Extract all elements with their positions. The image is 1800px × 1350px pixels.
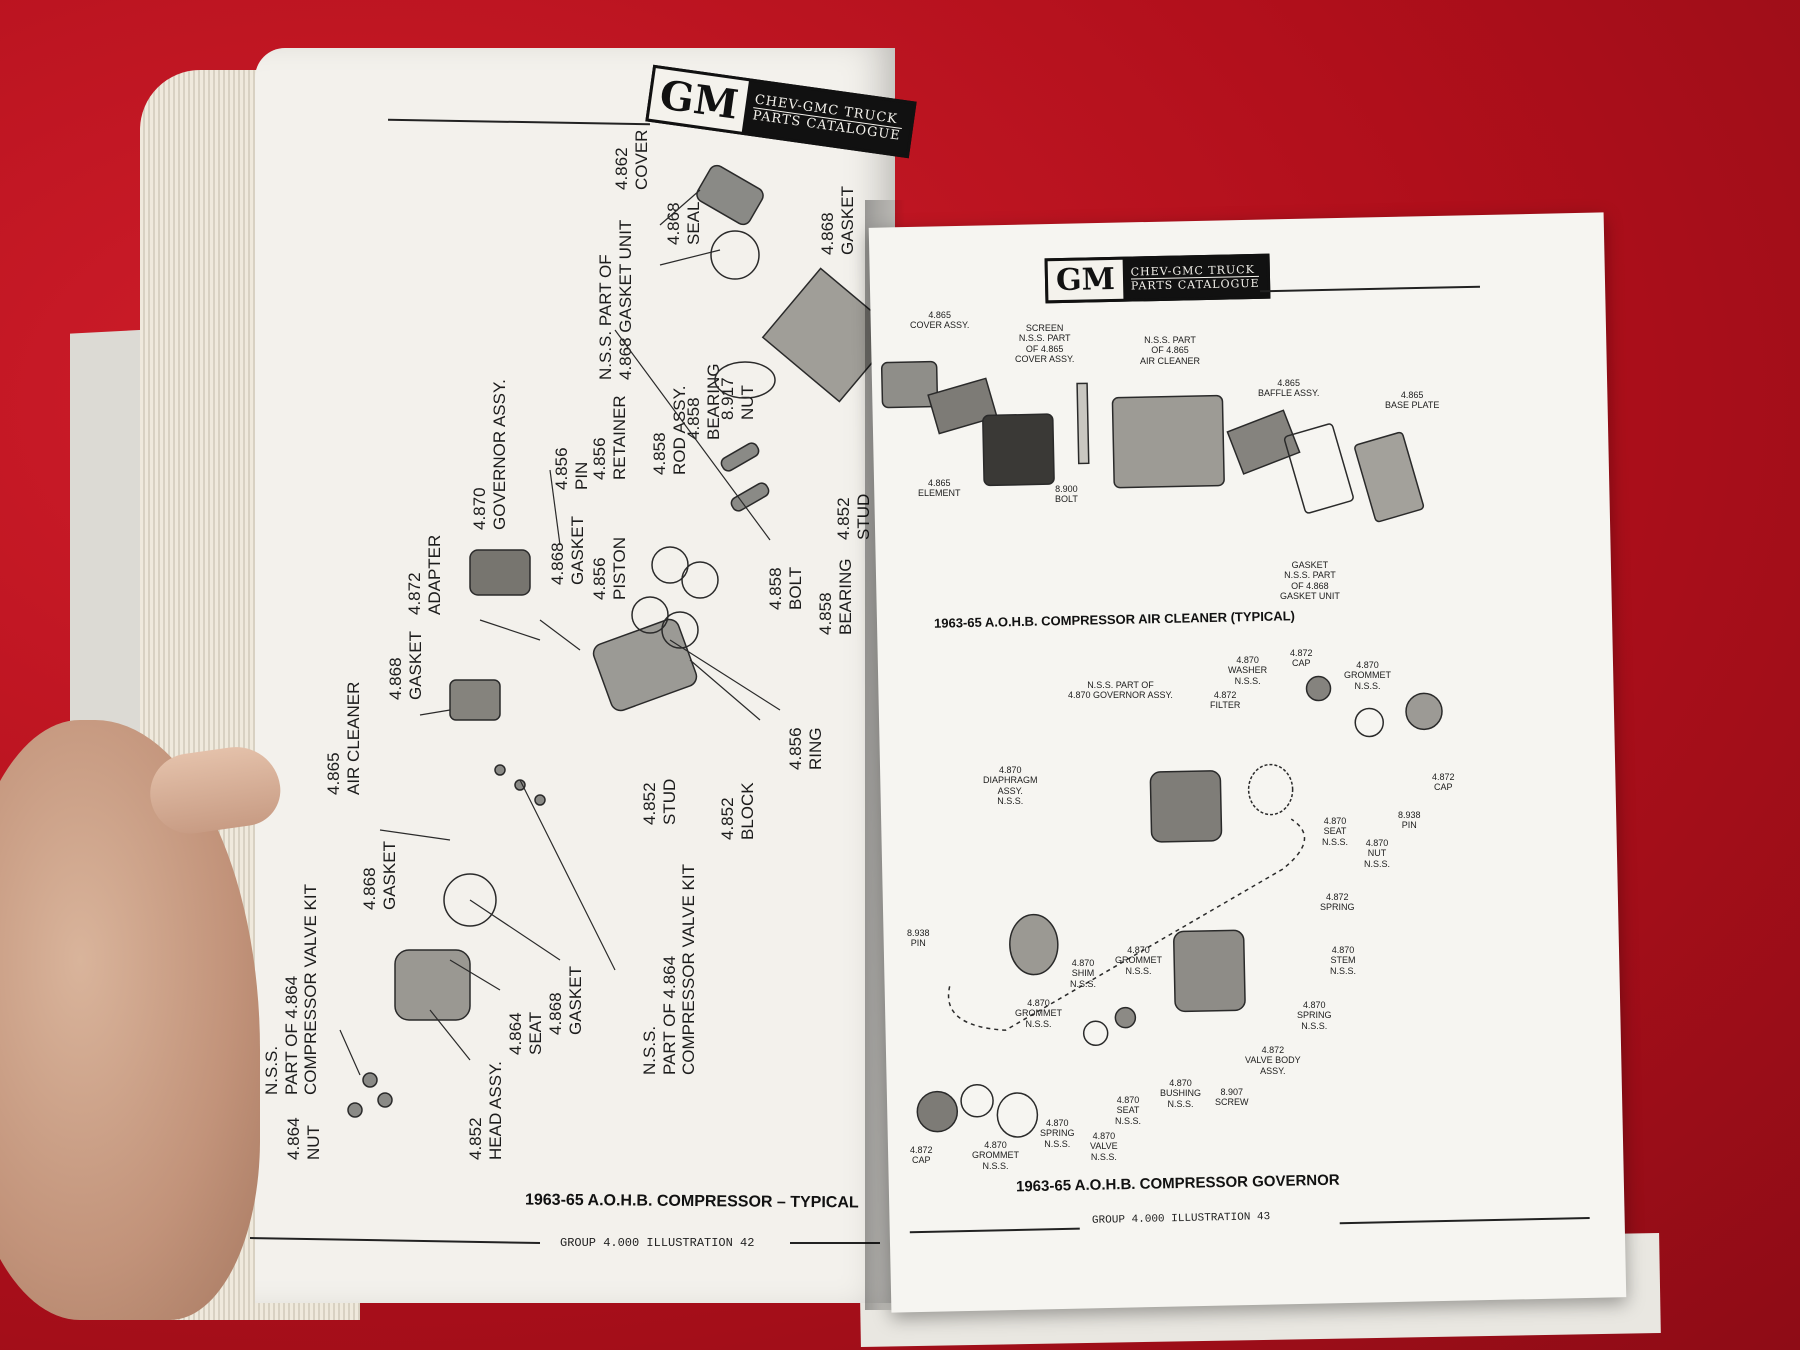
label-diaphragm-assy: 4.870 DIAPHRAGM ASSY. N.S.S. [983,765,1038,807]
label-baffle-assy: 4.865 BAFFLE ASSY. [1258,378,1320,399]
label-bushing: 4.870 BUSHING N.S.S. [1160,1078,1202,1109]
label-nut-upper: 4.870 NUT N.S.S. [1364,838,1391,869]
valve-body-part [1173,929,1246,1013]
left-footer: GROUP 4.000 ILLUSTRATION 42 [556,1236,759,1250]
label-valve: 4.870 VALVE N.S.S. [1090,1131,1118,1162]
label-spring-upper: 4.872 SPRING [1320,892,1355,913]
label-shim: 4.870 SHIM N.S.S. [1070,958,1097,989]
diaphragm-part [1009,913,1059,976]
governor-part [469,549,531,596]
label-grommet-top: 4.870 GROMMET N.S.S. [1344,660,1391,691]
label-cover-assy: 4.865 COVER ASSY. [910,310,970,331]
label-filter: 4.872 FILTER [1210,690,1241,711]
cap-bottom-part [916,1090,959,1133]
gasket-ring-part [710,230,760,280]
gasket-part [714,361,776,399]
dashed-assembly-loop [947,818,1306,1031]
air-cleaner-body-part [1111,394,1225,489]
label-nss-governor-assy: N.S.S. PART OF 4.870 GOVERNOR ASSY. [1068,680,1173,701]
spring-part [1247,763,1294,816]
cover-part [696,164,764,226]
label-stem: 4.870 STEM N.S.S. [1330,945,1357,976]
label-screen: SCREEN N.S.S. PART OF 4.865 COVER ASSY. [1015,323,1075,365]
label-element: 4.865 ELEMENT [918,478,961,499]
lower-spring-part [996,1092,1039,1138]
label-bolt: 8.900 BOLT [1055,484,1078,505]
label-screw: 8.907 SCREW [1215,1087,1249,1108]
block-part [592,618,698,712]
label-base-plate: 4.865 BASE PLATE [1385,390,1440,411]
governor-body-part [1149,770,1223,843]
bolt-part [1076,382,1090,465]
head-assy-part [394,949,471,1021]
label-pin-left: 8.938 PIN [907,928,930,949]
screen-part [927,377,998,435]
label-valve-body-assy: 4.872 VALVE BODY ASSY. [1245,1045,1301,1076]
label-seat-upper: 4.870 SEAT N.S.S. [1322,816,1349,847]
label-spring-lower: 4.870 SPRING N.S.S. [1040,1118,1075,1149]
label-grommet-mid: 4.870 GROMMET N.S.S. [1015,998,1062,1029]
element-part [982,413,1055,487]
label-grommet-bottom: 4.870 GROMMET N.S.S. [972,1140,1019,1171]
base-plate-part [1354,431,1425,523]
label-washer: 4.870 WASHER N.S.S. [1228,655,1268,686]
label-nss-air-cleaner: N.S.S. PART OF 4.865 AIR CLEANER [1140,335,1201,366]
air-cleaner-part [449,679,501,721]
gasket-outline-part [1283,423,1354,514]
label-grommet-upper: 4.870 GROMMET N.S.S. [1115,945,1162,976]
label-spring-right: 4.870 SPRING N.S.S. [1297,1000,1332,1031]
baffle-part [1226,409,1301,475]
label-seat-lower: 4.870 SEAT N.S.S. [1115,1095,1142,1126]
label-cap-right: 4.872 CAP [1432,772,1455,793]
label-pin-right: 8.938 PIN [1398,810,1421,831]
cover-assy-part [880,360,939,409]
head-gasket-part [443,873,497,927]
cylinder-head-top-part [761,267,899,403]
cap-part [1405,692,1443,731]
label-gasket-nss: GASKET N.S.S. PART OF 4.868 GASKET UNIT [1280,560,1340,602]
label-cap-top: 4.872 CAP [1290,648,1313,669]
left-catalog-page [255,48,895,1303]
label-cap-bottom: 4.872 CAP [910,1145,933,1166]
